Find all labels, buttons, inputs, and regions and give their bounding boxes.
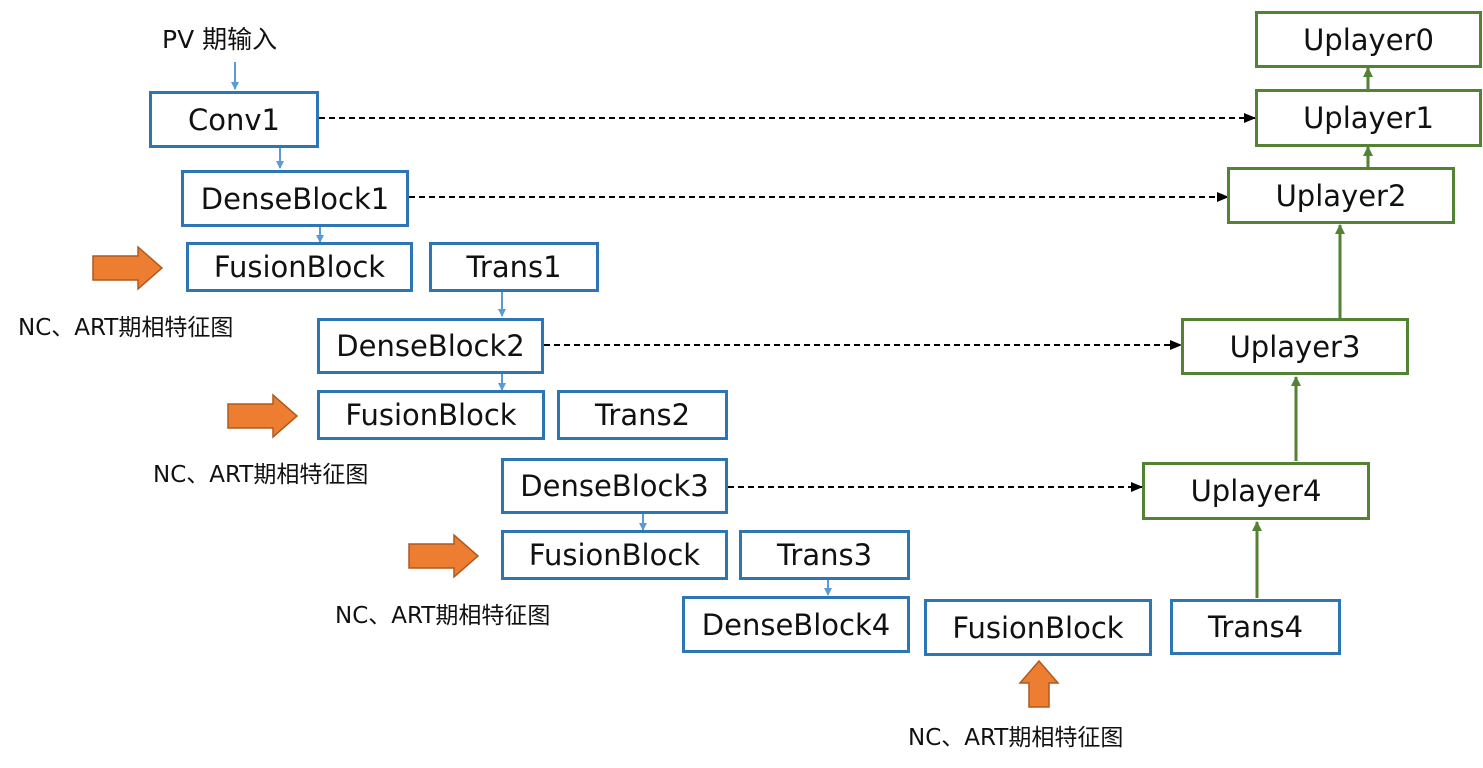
uplayer2-box: Uplayer2 [1227,167,1455,224]
uplayer0-box: Uplayer0 [1255,11,1482,68]
dense-block4-box: DenseBlock4 [682,596,910,653]
fusion-input-arrow-3 [408,533,480,579]
trans2-box: Trans2 [557,390,728,440]
fusion-input-arrow-1 [92,245,164,291]
uplayer4-box: Uplayer4 [1142,462,1370,520]
fusion-input-arrow-4 [1018,659,1060,708]
trans3-box: Trans3 [739,530,910,580]
fusion-block2-box: FusionBlock [317,390,545,440]
dense-block1-box: DenseBlock1 [181,170,409,227]
trans1-box: Trans1 [429,242,599,292]
phase-feature-label-2: NC、ART期相特征图 [153,462,369,488]
phase-feature-label-3: NC、ART期相特征图 [335,603,551,629]
phase-feature-label-4: NC、ART期相特征图 [908,725,1124,751]
uplayer3-box: Uplayer3 [1181,318,1409,375]
uplayer1-box: Uplayer1 [1255,89,1482,147]
fusion-block4-box: FusionBlock [924,599,1152,656]
dense-block3-box: DenseBlock3 [501,458,728,514]
dense-block2-box: DenseBlock2 [317,318,544,374]
fusion-input-arrow-2 [227,393,299,439]
input-label: PV 期输入 [162,25,278,54]
phase-feature-label-1: NC、ART期相特征图 [18,315,234,341]
conv1-box: Conv1 [149,91,319,148]
trans4-box: Trans4 [1170,599,1341,655]
fusion-block3-box: FusionBlock [501,530,728,580]
fusion-block1-box: FusionBlock [186,242,413,292]
